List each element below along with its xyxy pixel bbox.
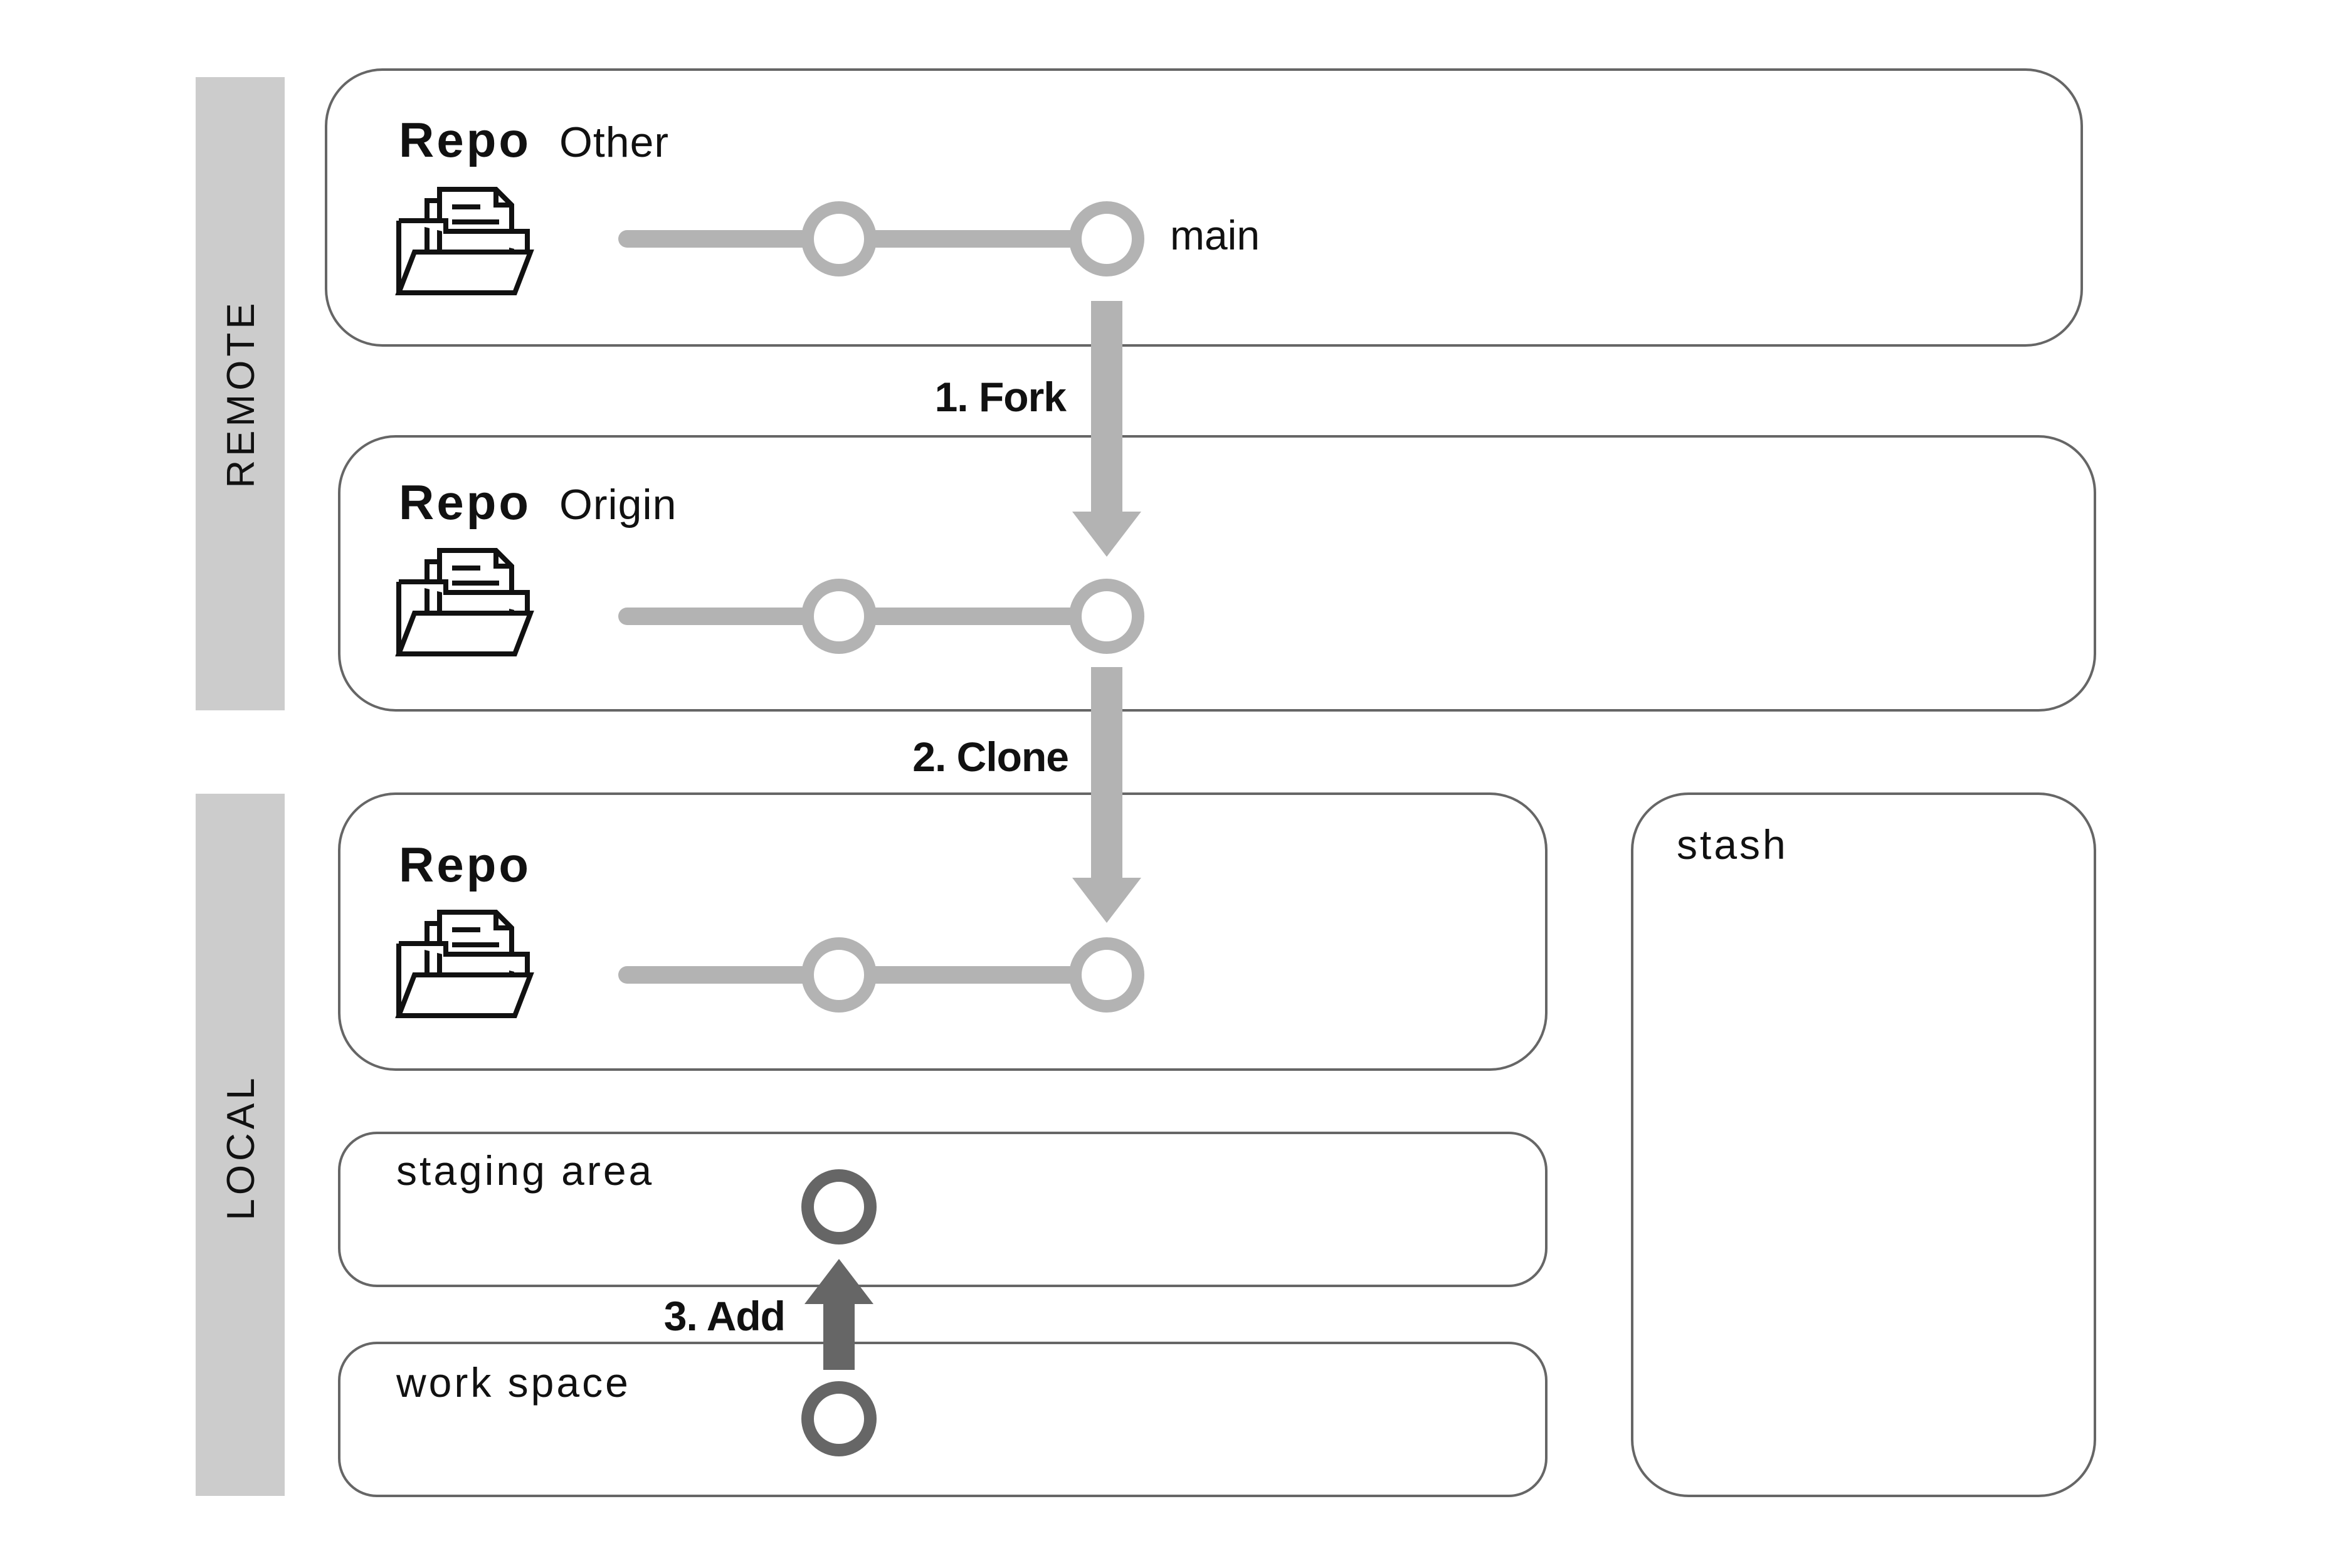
- branch-label-main: main: [1170, 212, 1260, 258]
- repo-other-title: Repo: [399, 112, 531, 167]
- clone-arrow: [1072, 667, 1141, 923]
- commit-history-other: [618, 201, 1144, 276]
- work-space-label: work space: [396, 1359, 631, 1406]
- commit-node: [801, 579, 877, 654]
- staging-area-box: staging area: [338, 1132, 1548, 1287]
- work-space-box: work space: [338, 1342, 1548, 1497]
- local-band: LOCAL: [196, 794, 285, 1496]
- repo-local-box: Repo: [338, 792, 1548, 1071]
- commit-node: [801, 201, 877, 276]
- add-step-label: 3. Add: [664, 1293, 785, 1339]
- fork-step-label: 1. Fork: [935, 374, 1067, 420]
- stash-box: stash: [1631, 792, 2096, 1497]
- repo-origin-subtitle: Origin: [559, 481, 677, 529]
- commit-history-origin: [618, 579, 1144, 654]
- staged-change-node: [801, 1169, 877, 1244]
- commit-node: [1069, 201, 1144, 276]
- clone-step-label: 2. Clone: [912, 734, 1068, 780]
- staging-area-label: staging area: [396, 1147, 654, 1194]
- repo-other-box: Repo Other main: [325, 68, 2083, 347]
- commit-node: [1069, 579, 1144, 654]
- remote-band: REMOTE: [196, 77, 285, 710]
- commit-node: [1069, 937, 1144, 1013]
- stash-label: stash: [1677, 821, 1788, 868]
- repo-local-title: Repo: [399, 837, 531, 892]
- repo-origin-box: Repo Origin: [338, 435, 2096, 712]
- commit-node: [801, 937, 877, 1013]
- repo-other-subtitle: Other: [559, 118, 669, 166]
- local-label: LOCAL: [219, 1074, 263, 1220]
- fork-arrow: [1072, 301, 1141, 557]
- commit-history-local: [618, 937, 1144, 1013]
- working-change-node: [801, 1381, 877, 1456]
- repo-origin-title: Repo: [399, 475, 531, 530]
- remote-label: REMOTE: [219, 299, 263, 488]
- add-arrow: [804, 1259, 873, 1370]
